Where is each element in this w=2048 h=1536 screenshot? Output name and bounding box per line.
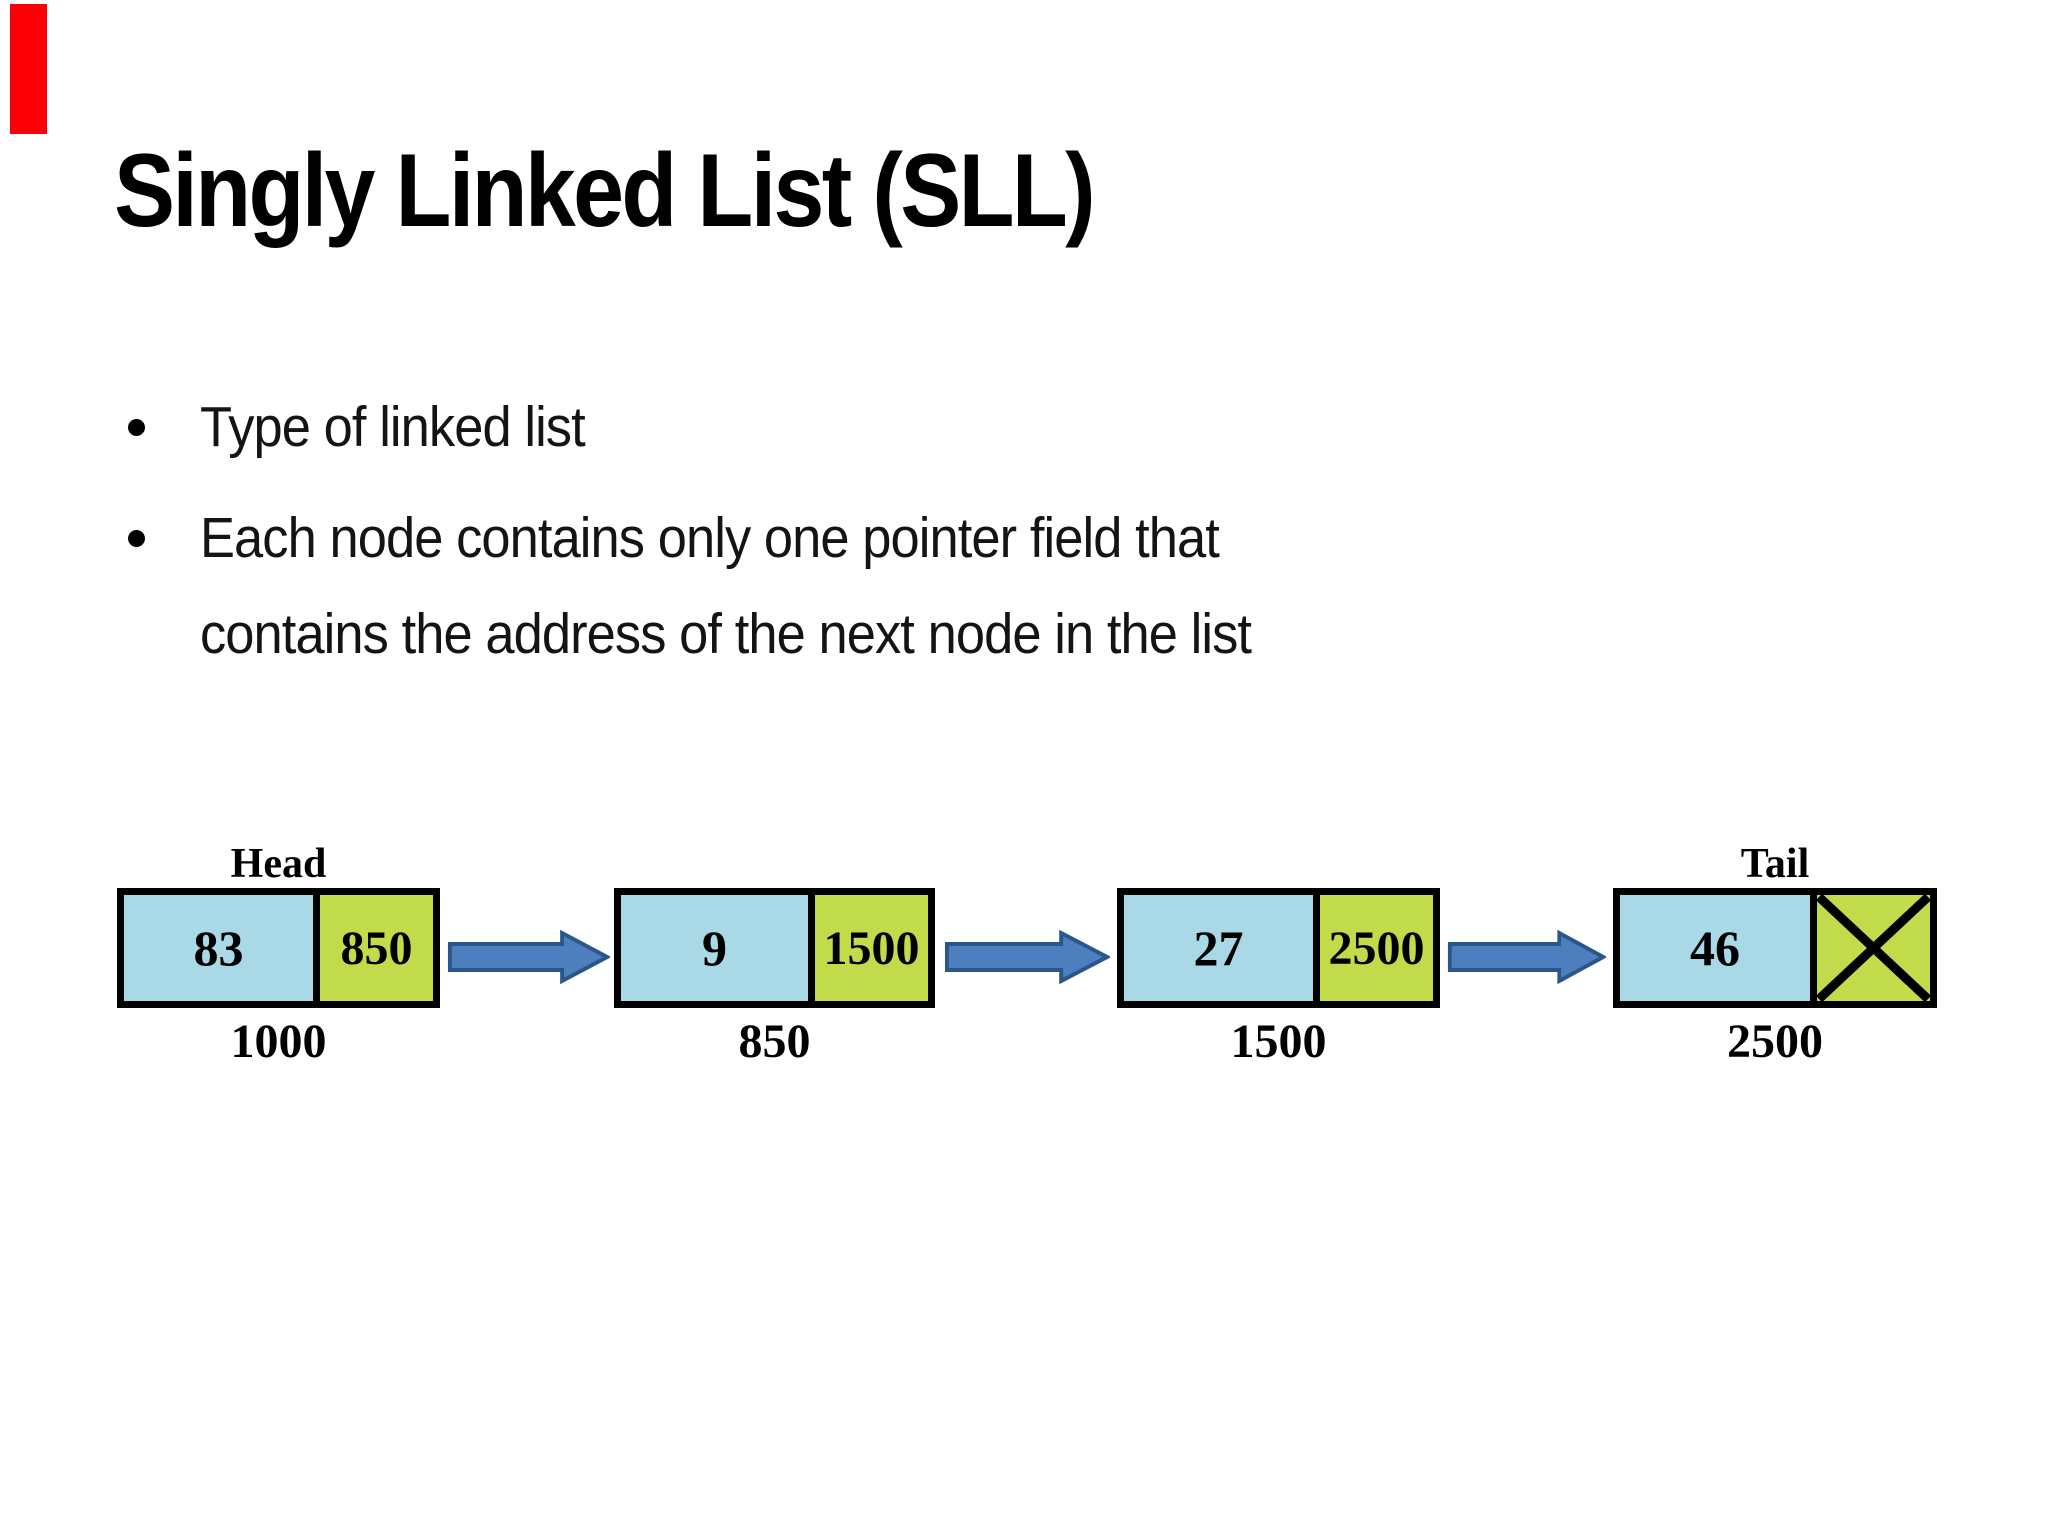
node-1-data-cell: 83 [124,895,313,1001]
bullet-icon [128,530,145,547]
red-bar [10,4,47,134]
list-node-1: 83 850 [117,888,440,1008]
bullet-text-2-line-1: Each node contains only one pointer fiel… [200,506,1220,570]
bullet-item-1: Type of linked list [128,397,618,457]
node-4-pointer-cell-null [1810,895,1930,1001]
node-1-pointer-cell: 850 [313,895,433,1001]
node-4-data-cell: 46 [1620,895,1810,1001]
node-4-address-label: 2500 [1727,1015,1823,1068]
x-cross-icon [1817,895,1930,1001]
right-arrow-icon [944,929,1110,985]
node-2-address-label: 850 [738,1015,811,1068]
bullet-text-2: Each node contains only one pointer fiel… [200,490,1252,682]
node-3-data-cell: 27 [1124,895,1313,1001]
node-2-pointer-cell: 1500 [808,895,928,1001]
list-node-2: 9 1500 [614,888,935,1008]
node-2-data-cell: 9 [621,895,808,1001]
right-arrow-icon [447,929,610,985]
list-node-4: 46 [1613,888,1937,1008]
head-pointer-label: Head [230,841,327,887]
bullet-item-2: Each node contains only one pointer fiel… [128,490,1342,682]
slide-title: Singly Linked List (SLL) [114,133,1096,249]
node-3-address-label: 1500 [1230,1015,1327,1068]
bullet-text-1: Type of linked list [200,395,586,459]
bullet-text-2-line-2: contains the address of the next node in… [200,602,1252,666]
right-arrow-icon [1447,929,1606,985]
list-node-3: 27 2500 [1117,888,1440,1008]
bullet-icon [128,419,145,436]
tail-pointer-label: Tail [1740,841,1810,887]
node-3-pointer-cell: 2500 [1313,895,1433,1001]
node-1-address-label: 1000 [230,1015,327,1068]
